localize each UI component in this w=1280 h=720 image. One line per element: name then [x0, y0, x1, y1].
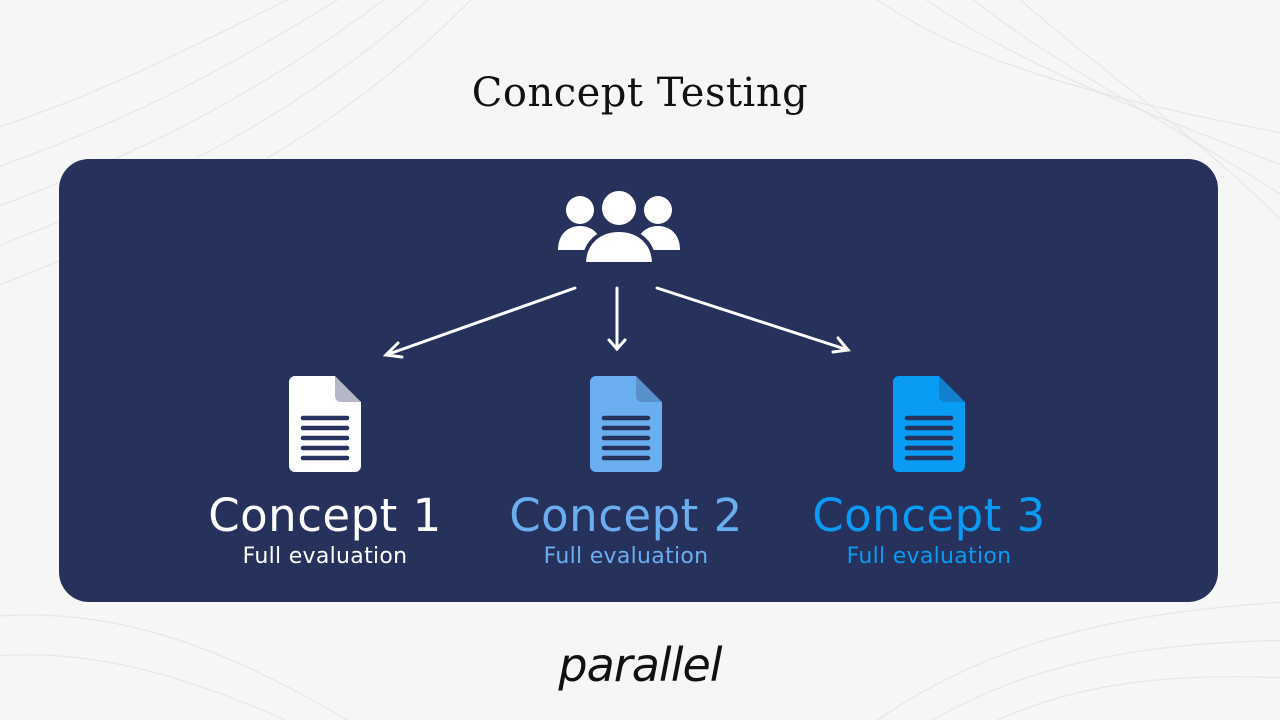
- document-icon: [289, 376, 361, 472]
- concept-3-subtitle: Full evaluation: [846, 544, 1012, 569]
- concept-3: Concept 3 Full evaluation: [779, 376, 1079, 570]
- parallel-logo: parallel: [558, 638, 722, 692]
- arrowhead-concept-1: [382, 341, 404, 359]
- concept-2-subtitle: Full evaluation: [543, 544, 709, 569]
- concept-1-subtitle: Full evaluation: [242, 544, 408, 569]
- document-fold: [939, 376, 965, 402]
- people-group-icon: [558, 188, 680, 264]
- arrow-to-concept-1: [384, 286, 577, 357]
- arrow-to-concept-3: [655, 286, 850, 352]
- concept-2-name: Concept 2: [509, 489, 743, 542]
- concept-2: Concept 2 Full evaluation: [476, 376, 776, 570]
- document-icon: [893, 376, 965, 472]
- document-icon: [590, 376, 662, 472]
- concept-1: Concept 1 Full evaluation: [175, 376, 475, 570]
- slide-title: Concept Testing: [471, 70, 809, 116]
- arrowhead-concept-2: [607, 338, 627, 352]
- arrowhead-concept-3: [831, 336, 851, 354]
- concept-1-name: Concept 1: [208, 489, 442, 542]
- document-fold: [636, 376, 662, 402]
- document-fold: [335, 376, 361, 402]
- concept-3-name: Concept 3: [812, 489, 1046, 542]
